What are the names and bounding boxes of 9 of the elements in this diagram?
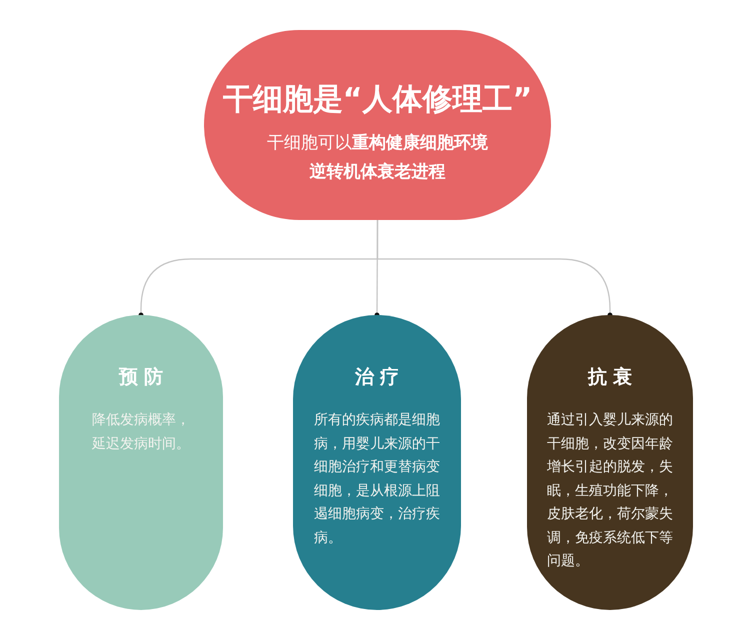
node-description: 降低发病概率，延迟发病时间。 xyxy=(92,411,190,454)
node-description: 通过引入婴儿来源的干细胞，改变因年龄增长引起的脱发，失眠，生殖功能下降，皮肤老化，荷尔蒙失调，免疫系统低下等问题。 xyxy=(547,411,673,571)
node-description: 干细胞可以重构健康细胞环境逆转机体衰老进程 xyxy=(267,132,488,184)
node-title: 干细胞是“人体修理工” xyxy=(222,81,532,119)
node-description: 所有的疾病都是细胞病，用婴儿来源的干细胞治疗和更替病变细胞，是从根源上阻遏细胞病变，治疗疾病。 xyxy=(314,411,440,548)
node-title: 预防 xyxy=(118,365,169,390)
connector-line xyxy=(376,220,612,318)
node-title: 治疗 xyxy=(354,365,405,390)
node-title: 抗衰 xyxy=(586,365,638,390)
